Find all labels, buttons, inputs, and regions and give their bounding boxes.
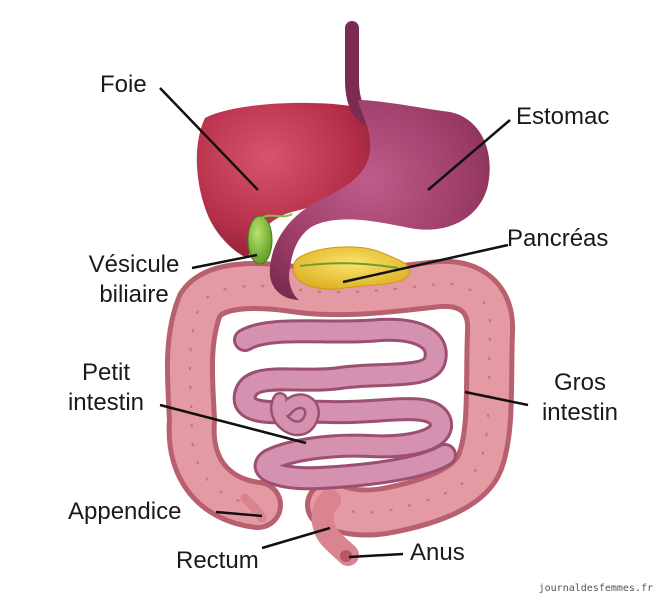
label-pancreas: Pancréas	[507, 225, 609, 252]
gallbladder	[247, 215, 273, 265]
label-gallbladder-line2: biliaire	[99, 281, 169, 308]
label-large-intestine-line1: Gros	[553, 369, 606, 396]
label-small-intestine: Petit intestin	[52, 358, 160, 418]
liver-leader	[159, 87, 259, 191]
pancreas	[292, 246, 411, 290]
credit-watermark: journaldesfemmes.fr	[538, 583, 653, 594]
label-gallbladder-line1: Vésicule	[88, 251, 180, 278]
rectum-leader	[261, 526, 331, 550]
label-appendix: Appendice	[68, 498, 182, 525]
stomach-leader	[427, 119, 511, 191]
appendix-leader	[215, 510, 263, 518]
small-intestine	[232, 317, 457, 491]
label-anus: Anus	[410, 539, 465, 566]
anus-leader	[348, 552, 404, 559]
label-small-intestine-line2: intestin	[67, 389, 145, 416]
label-stomach: Estomac	[516, 103, 610, 130]
small-intestine-leader	[159, 403, 307, 445]
label-large-intestine: Gros intestin	[526, 368, 634, 428]
stomach	[269, 21, 490, 300]
label-small-intestine-line1: Petit	[81, 359, 131, 386]
large-intestine	[164, 258, 516, 566]
anus	[340, 550, 352, 562]
gallbladder-leader	[191, 253, 258, 270]
large-intestine-leader	[464, 390, 529, 407]
leader-lines	[159, 87, 529, 559]
label-large-intestine-line2: intestin	[541, 399, 619, 426]
label-liver: Foie	[100, 71, 147, 98]
pancreas-leader	[342, 243, 509, 284]
label-gallbladder: Vésicule biliaire	[78, 250, 190, 310]
liver	[196, 102, 375, 258]
label-rectum: Rectum	[176, 547, 259, 574]
